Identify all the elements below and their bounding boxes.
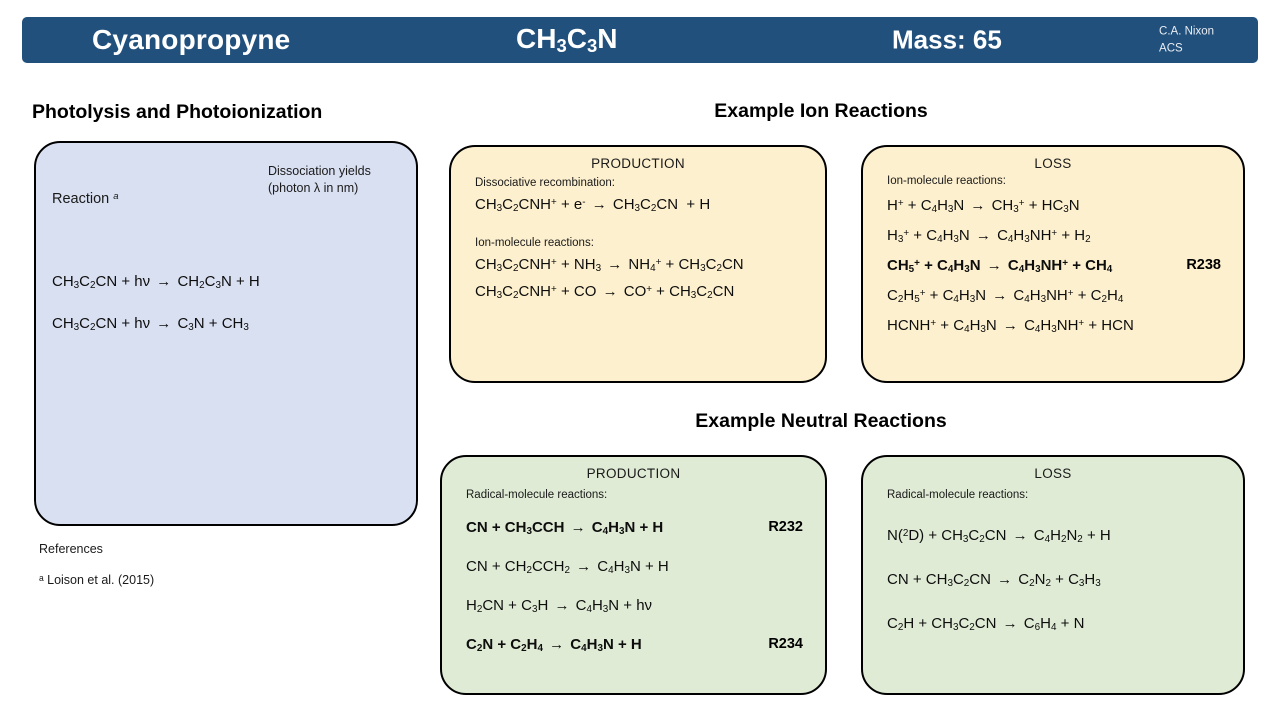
reaction-equation: CH5+ + C4H3N → C4H3NH+ + CH4 <box>887 257 1113 276</box>
reaction-row: C2N + C2H4 → C4H3N + H R234 <box>466 636 825 654</box>
reaction-row: CN + CH3C2CN → C2N2 + C3H3 <box>887 571 1243 589</box>
reaction-group-label: Radical-molecule reactions: <box>466 489 608 501</box>
author-credit: C.A. Nixon ACS <box>1159 23 1214 56</box>
photolysis-reaction: CH3C2CN + hν → CH2C3N + H <box>52 273 260 292</box>
panel-title: PRODUCTION <box>591 156 685 171</box>
reaction-column-label: Reaction a <box>52 191 119 208</box>
reaction-row: CH5+ + C4H3N → C4H3NH+ + CH4 R238 <box>887 257 1243 275</box>
reaction-row: N(2D) + CH3C2CN → C4H2N2 + H <box>887 527 1243 545</box>
reaction-equation: C2N + C2H4 → C4H3N + H <box>466 636 642 655</box>
header-bar: Cyanopropyne CH3C3N Mass: 65 C.A. Nixon … <box>22 17 1258 63</box>
references-title: References <box>39 542 103 556</box>
reaction-equation: CH3C2CNH+ + e- → CH3C2CN + H <box>475 196 711 215</box>
reaction-row: C2H5+ + C4H3N → C4H3NH+ + C2H4 <box>887 287 1243 305</box>
reaction-row: CN + CH2CCH2 → C4H3N + H <box>466 558 825 576</box>
panel-title: LOSS <box>1034 466 1072 481</box>
reaction-row: CH3C2CNH+ + e- → CH3C2CN + H <box>475 196 825 214</box>
reaction-row: HCNH+ + C4H3N → C4H3NH+ + HCN <box>887 317 1243 335</box>
reaction-group-label: Ion-molecule reactions: <box>475 237 594 249</box>
neutral-loss-panel: LOSS Radical-molecule reactions: N(2D) + … <box>861 455 1245 695</box>
reaction-equation: CH3C2CNH+ + NH3 → NH4+ + CH3C2CN <box>475 256 744 275</box>
reaction-equation: CN + CH2CCH2 → C4H3N + H <box>466 558 669 577</box>
credit-org: ACS <box>1159 42 1183 54</box>
reaction-equation: CN + CH3C2CN → C2N2 + C3H3 <box>887 571 1101 590</box>
species-mass: Mass: 65 <box>892 24 1002 55</box>
species-title: Cyanopropyne <box>92 24 291 55</box>
reaction-row: CH3C2CNH+ + NH3 → NH4+ + CH3C2CN <box>475 256 825 274</box>
yield-note-line2: (photon λ in nm) <box>268 180 359 195</box>
panel-title: PRODUCTION <box>586 466 681 481</box>
heading-neutral-reactions: Example Neutral Reactions <box>695 410 947 432</box>
reaction-row: CN + CH3CCH → C4H3N + H R232 <box>466 519 825 537</box>
photolysis-reaction: CH3C2CN + hν → C3N + CH3 <box>52 315 249 334</box>
reference-item: ᵃ Loison et al. (2015) <box>39 573 155 587</box>
reaction-equation: H+ + C4H3N → CH3+ + HC3N <box>887 197 1080 216</box>
reaction-id-tag: R238 <box>1186 257 1221 273</box>
reaction-row: H2CN + C3H → C4H3N + hν <box>466 597 825 615</box>
heading-ion-reactions: Example Ion Reactions <box>714 100 928 122</box>
reaction-row: CH3C2CNH+ + CO → CO+ + CH3C2CN <box>475 283 825 301</box>
reaction-equation: N(2D) + CH3C2CN → C4H2N2 + H <box>887 527 1111 546</box>
reaction-group-label: Radical-molecule reactions: <box>887 489 1029 501</box>
reaction-equation: H2CN + C3H → C4H3N + hν <box>466 597 653 616</box>
ion-production-panel: PRODUCTION Dissociative recombination: CH… <box>449 145 827 383</box>
reaction-equation: CH3C2CNH+ + CO → CO+ + CH3C2CN <box>475 283 735 302</box>
credit-author: C.A. Nixon <box>1159 25 1214 38</box>
reaction-equation: C2H5+ + C4H3N → C4H3NH+ + C2H4 <box>887 287 1124 306</box>
ion-loss-panel: LOSS Ion-molecule reactions: H+ + C4H3N →… <box>861 145 1245 383</box>
reaction-equation: HCNH+ + C4H3N → C4H3NH+ + HCN <box>887 317 1134 336</box>
neutral-production-panel: PRODUCTION Radical-molecule reactions: CN… <box>440 455 827 695</box>
reaction-id-tag: R232 <box>768 519 803 535</box>
photolysis-panel: Dissociation yields (photon λ in nm) Rea… <box>34 141 418 526</box>
yield-note-line1: Dissociation yields <box>268 164 371 178</box>
reaction-row: H3+ + C4H3N → C4H3NH+ + H2 <box>887 227 1243 245</box>
reaction-row: H+ + C4H3N → CH3+ + HC3N <box>887 197 1243 215</box>
reaction-id-tag: R234 <box>768 636 803 652</box>
reaction-equation: H3+ + C4H3N → C4H3NH+ + H2 <box>887 227 1091 246</box>
reaction-equation: CN + CH3CCH → C4H3N + H <box>466 519 664 538</box>
dissociation-yield-note: Dissociation yields (photon λ in nm) <box>268 163 371 197</box>
reaction-row: C2H + CH3C2CN → C6H4 + N <box>887 615 1243 633</box>
heading-photolysis: Photolysis and Photoionization <box>32 101 323 123</box>
reaction-equation: C2H + CH3C2CN → C6H4 + N <box>887 615 1085 634</box>
reaction-group-label: Dissociative recombination: <box>475 177 615 189</box>
references-block: References ᵃ Loison et al. (2015) <box>39 542 154 587</box>
species-formula: CH3C3N <box>516 22 618 57</box>
panel-title: LOSS <box>1034 156 1072 171</box>
reaction-group-label: Ion-molecule reactions: <box>887 175 1006 187</box>
